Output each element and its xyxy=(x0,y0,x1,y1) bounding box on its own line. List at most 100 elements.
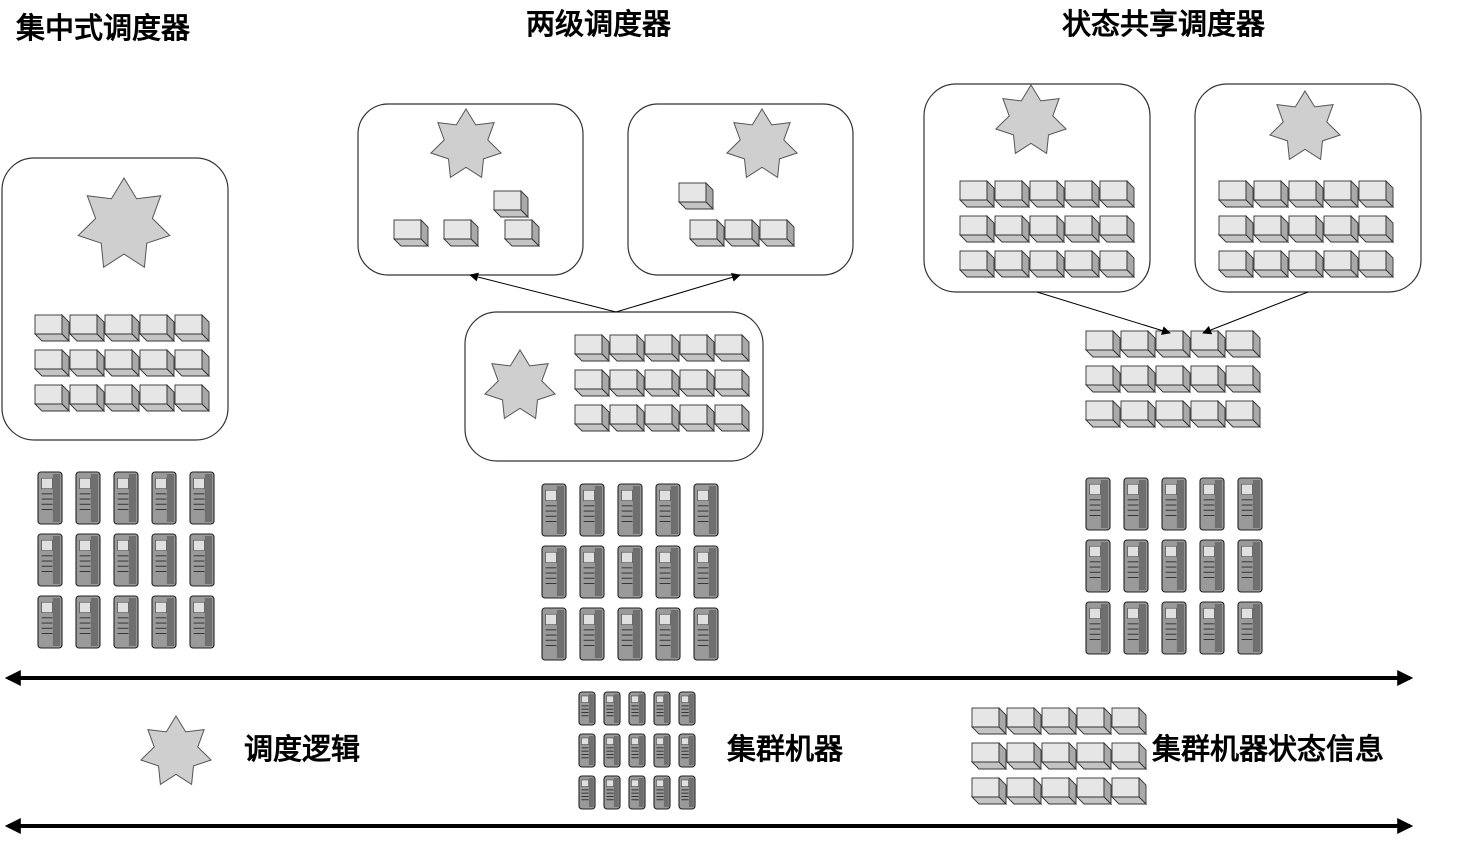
state-block xyxy=(1189,364,1227,394)
state-block xyxy=(1063,249,1101,279)
server-icon xyxy=(579,483,605,537)
server-icon xyxy=(541,483,567,537)
state-block xyxy=(1357,179,1395,209)
state-block xyxy=(608,368,646,398)
state-block xyxy=(1084,399,1122,429)
state-block xyxy=(1005,776,1043,806)
legend-label-cluster-state-info: 集群机器状态信息 xyxy=(1152,732,1385,766)
state-block xyxy=(1252,179,1290,209)
server-icon xyxy=(1123,601,1149,655)
state-block xyxy=(958,214,996,244)
server-icon xyxy=(75,533,101,587)
server-icon xyxy=(1161,601,1187,655)
legend-star-icon xyxy=(139,715,213,786)
state-block xyxy=(573,403,611,433)
server-icon xyxy=(655,545,681,599)
state-block xyxy=(1119,329,1157,359)
server-icon xyxy=(1161,477,1187,531)
server-icon xyxy=(578,775,596,810)
state-block xyxy=(103,383,141,413)
server-icon xyxy=(653,775,671,810)
server-icon xyxy=(1085,601,1111,655)
server-icon xyxy=(617,545,643,599)
server-icon xyxy=(75,595,101,649)
state-block xyxy=(1028,179,1066,209)
title-centralized-scheduler: 集中式调度器 xyxy=(16,11,191,45)
offer-arrow-left xyxy=(469,272,617,313)
scheduling-logic-star xyxy=(725,108,799,179)
server-icon xyxy=(579,607,605,661)
server-icon xyxy=(678,775,696,810)
server-icon xyxy=(628,691,646,726)
server-icon xyxy=(1199,477,1225,531)
state-block xyxy=(958,249,996,279)
state-block xyxy=(573,333,611,363)
state-block xyxy=(1217,214,1255,244)
state-block xyxy=(1028,214,1066,244)
state-block xyxy=(993,179,1031,209)
server-icon xyxy=(151,595,177,649)
server-icon xyxy=(693,483,719,537)
state-block xyxy=(970,776,1008,806)
server-icon xyxy=(603,691,621,726)
state-block xyxy=(608,403,646,433)
state-block xyxy=(713,368,751,398)
legend-label-cluster-machines: 集群机器 xyxy=(727,732,844,766)
state-block xyxy=(1075,706,1113,736)
state-block xyxy=(1110,706,1148,736)
state-block xyxy=(958,179,996,209)
state-block xyxy=(68,383,106,413)
server-icon xyxy=(693,607,719,661)
state-block xyxy=(678,368,716,398)
state-block xyxy=(1119,364,1157,394)
state-block xyxy=(1075,741,1113,771)
state-block xyxy=(758,218,796,248)
state-block xyxy=(1040,741,1078,771)
state-block xyxy=(68,313,106,343)
server-icon xyxy=(37,533,63,587)
state-block xyxy=(1098,214,1136,244)
state-block xyxy=(173,313,211,343)
state-block xyxy=(103,313,141,343)
state-block xyxy=(1224,364,1262,394)
server-icon xyxy=(1161,539,1187,593)
state-block xyxy=(1357,249,1395,279)
state-block xyxy=(1075,776,1113,806)
state-block xyxy=(1287,214,1325,244)
state-block xyxy=(1084,329,1122,359)
state-block xyxy=(492,189,530,219)
state-block xyxy=(138,383,176,413)
server-icon xyxy=(678,691,696,726)
state-block xyxy=(688,218,726,248)
state-block xyxy=(1084,364,1122,394)
server-icon xyxy=(1123,477,1149,531)
server-icon xyxy=(653,691,671,726)
state-block xyxy=(138,348,176,378)
state-block xyxy=(1217,179,1255,209)
sync-arrow-right xyxy=(1202,291,1309,335)
state-block xyxy=(678,403,716,433)
state-block xyxy=(1322,179,1360,209)
server-icon xyxy=(617,483,643,537)
title-shared-state-scheduler: 状态共享调度器 xyxy=(1062,7,1266,41)
server-icon xyxy=(1237,477,1263,531)
state-block xyxy=(1110,741,1148,771)
state-block xyxy=(993,214,1031,244)
scheduling-logic-star xyxy=(994,84,1068,155)
server-icon xyxy=(628,733,646,768)
server-icon xyxy=(1123,539,1149,593)
legend-label-scheduling-logic: 调度逻辑 xyxy=(244,732,361,766)
state-block xyxy=(1154,329,1192,359)
state-block xyxy=(1110,776,1148,806)
server-icon xyxy=(113,471,139,525)
title-two-level-scheduler: 两级调度器 xyxy=(526,7,672,41)
state-block xyxy=(713,403,751,433)
state-block xyxy=(677,181,715,211)
state-block xyxy=(1063,214,1101,244)
state-block xyxy=(173,348,211,378)
state-block xyxy=(608,333,646,363)
state-block xyxy=(678,333,716,363)
offer-arrow-right xyxy=(615,273,741,313)
server-icon xyxy=(603,733,621,768)
state-block xyxy=(1040,776,1078,806)
